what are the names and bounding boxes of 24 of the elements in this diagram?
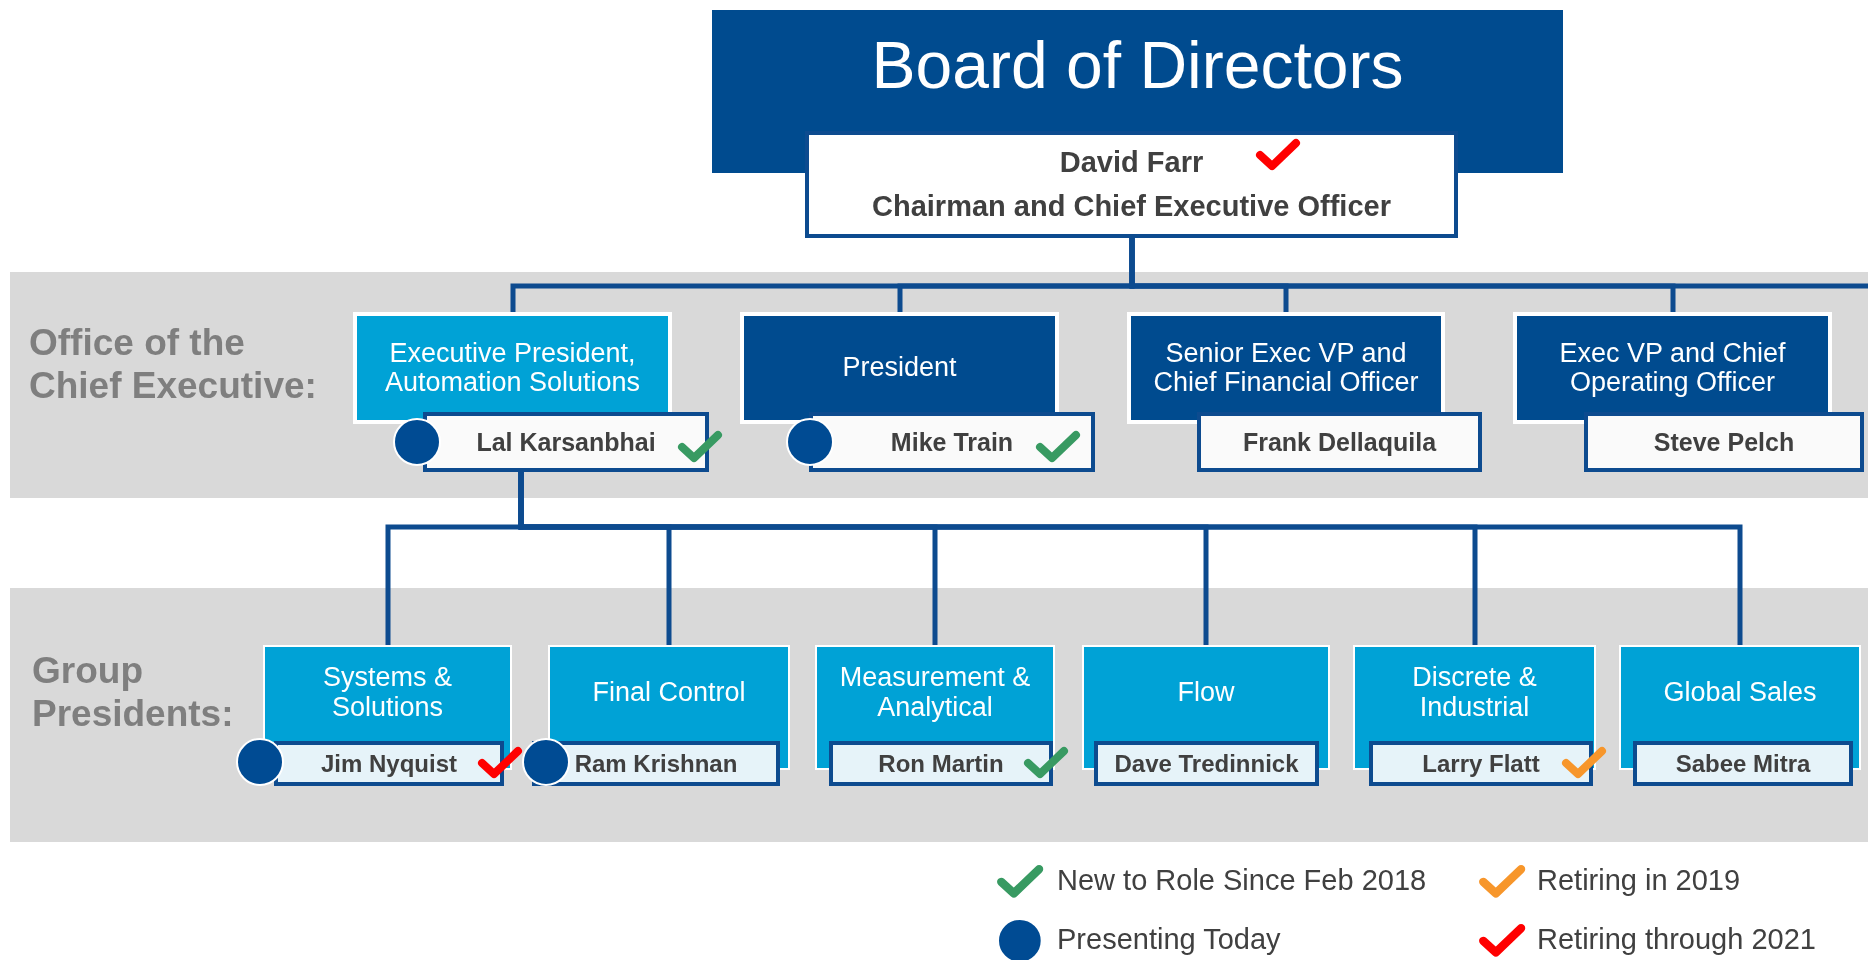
name-box: Frank Dellaquila bbox=[1197, 412, 1482, 472]
name-box: Mike Train bbox=[809, 412, 1095, 472]
role-box: Executive President, Automation Solutions bbox=[353, 312, 672, 424]
row-label: Office of the Chief Executive: bbox=[29, 322, 318, 408]
name-box: Steve Pelch bbox=[1584, 412, 1864, 472]
name-box: Lal Karsanbhai bbox=[423, 412, 709, 472]
row-label: Group Presidents: bbox=[32, 650, 235, 736]
name-box: Ron Martin bbox=[829, 741, 1053, 786]
node-text: David Farr bbox=[1059, 147, 1204, 179]
name-box: Sabee Mitra bbox=[1633, 741, 1853, 786]
node-text: Chairman and Chief Executive Officer bbox=[872, 190, 1391, 222]
legend-text: Retiring in 2019 bbox=[1537, 864, 1741, 897]
role-box: Exec VP and Chief Operating Officer bbox=[1513, 312, 1832, 424]
name-box: Jim Nyquist bbox=[274, 741, 504, 786]
board-box: Board of Directors bbox=[712, 10, 1563, 131]
chairman-box bbox=[805, 131, 1458, 238]
legend-text: Presenting Today bbox=[1057, 923, 1281, 956]
name-box: Larry Flatt bbox=[1369, 741, 1593, 786]
role-box: President bbox=[740, 312, 1059, 424]
role-box: Senior Exec VP and Chief Financial Officer bbox=[1127, 312, 1445, 424]
connector-line bbox=[1129, 238, 1868, 289]
legend-text: Retiring through 2021 bbox=[1537, 923, 1816, 956]
name-box: Dave Tredinnick bbox=[1094, 741, 1319, 786]
legend-text: New to Role Since Feb 2018 bbox=[1057, 864, 1427, 897]
